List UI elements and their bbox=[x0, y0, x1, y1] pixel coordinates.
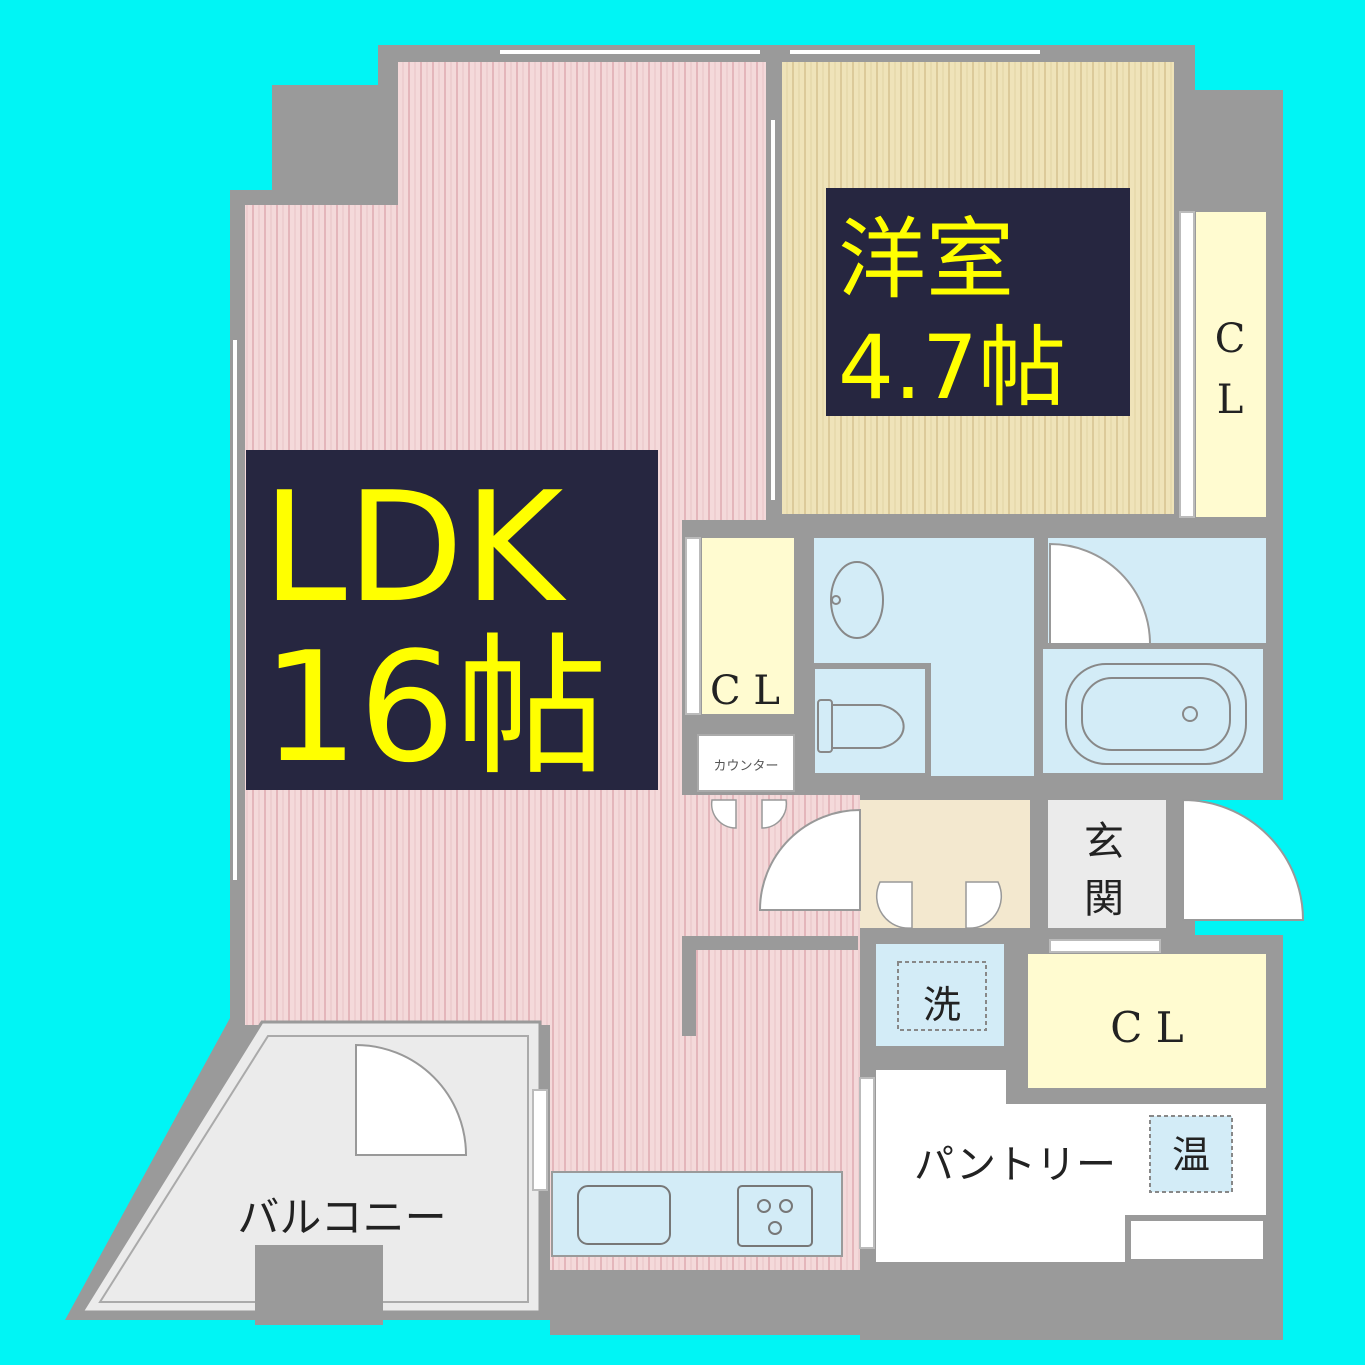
washer: 洗 bbox=[876, 944, 1004, 1046]
washer-label: 洗 bbox=[923, 983, 961, 1027]
water-heater-label: 温 bbox=[1172, 1133, 1210, 1177]
closet-entrance: C L bbox=[1028, 939, 1266, 1088]
counter: カウンター bbox=[697, 734, 795, 829]
kitchen bbox=[551, 1171, 843, 1257]
closet-small-label: C L bbox=[710, 668, 780, 714]
western-room-name: 洋室 bbox=[838, 208, 1014, 311]
partition-wall bbox=[682, 936, 858, 1036]
windows bbox=[233, 50, 1040, 880]
balcony: バルコニー bbox=[79, 1020, 548, 1325]
western-room-label: 洋室 4.7帖 bbox=[826, 188, 1130, 419]
bathtub-icon bbox=[1065, 663, 1247, 765]
svg-text:玄: 玄 bbox=[1084, 819, 1124, 865]
bathroom bbox=[1037, 538, 1269, 779]
closet-bedroom: C L bbox=[1179, 211, 1266, 518]
entrance: 玄 関 bbox=[1048, 798, 1305, 928]
washroom bbox=[809, 538, 1034, 779]
closet-small: C L bbox=[685, 537, 794, 715]
washbasin-icon bbox=[830, 561, 884, 639]
ldk-room-name: LDK bbox=[262, 459, 567, 636]
svg-text:関: 関 bbox=[1084, 876, 1124, 922]
ldk-room-size: 16帖 bbox=[262, 619, 607, 796]
ldk-room-label: LDK 16帖 bbox=[246, 450, 658, 796]
closet-bedroom-label: C bbox=[1215, 316, 1246, 362]
closet-entrance-label: C L bbox=[1110, 1003, 1183, 1052]
counter-label: カウンター bbox=[713, 759, 778, 774]
balcony-label: バルコニー bbox=[237, 1193, 446, 1242]
western-room-size: 4.7帖 bbox=[838, 316, 1066, 419]
pantry-label: パントリー bbox=[914, 1142, 1116, 1188]
svg-text:L: L bbox=[1217, 377, 1244, 423]
toilet-icon bbox=[817, 699, 905, 753]
stove-icon bbox=[737, 1185, 813, 1247]
sink-icon bbox=[577, 1185, 671, 1245]
pantry: パントリー 温 bbox=[859, 1070, 1269, 1265]
